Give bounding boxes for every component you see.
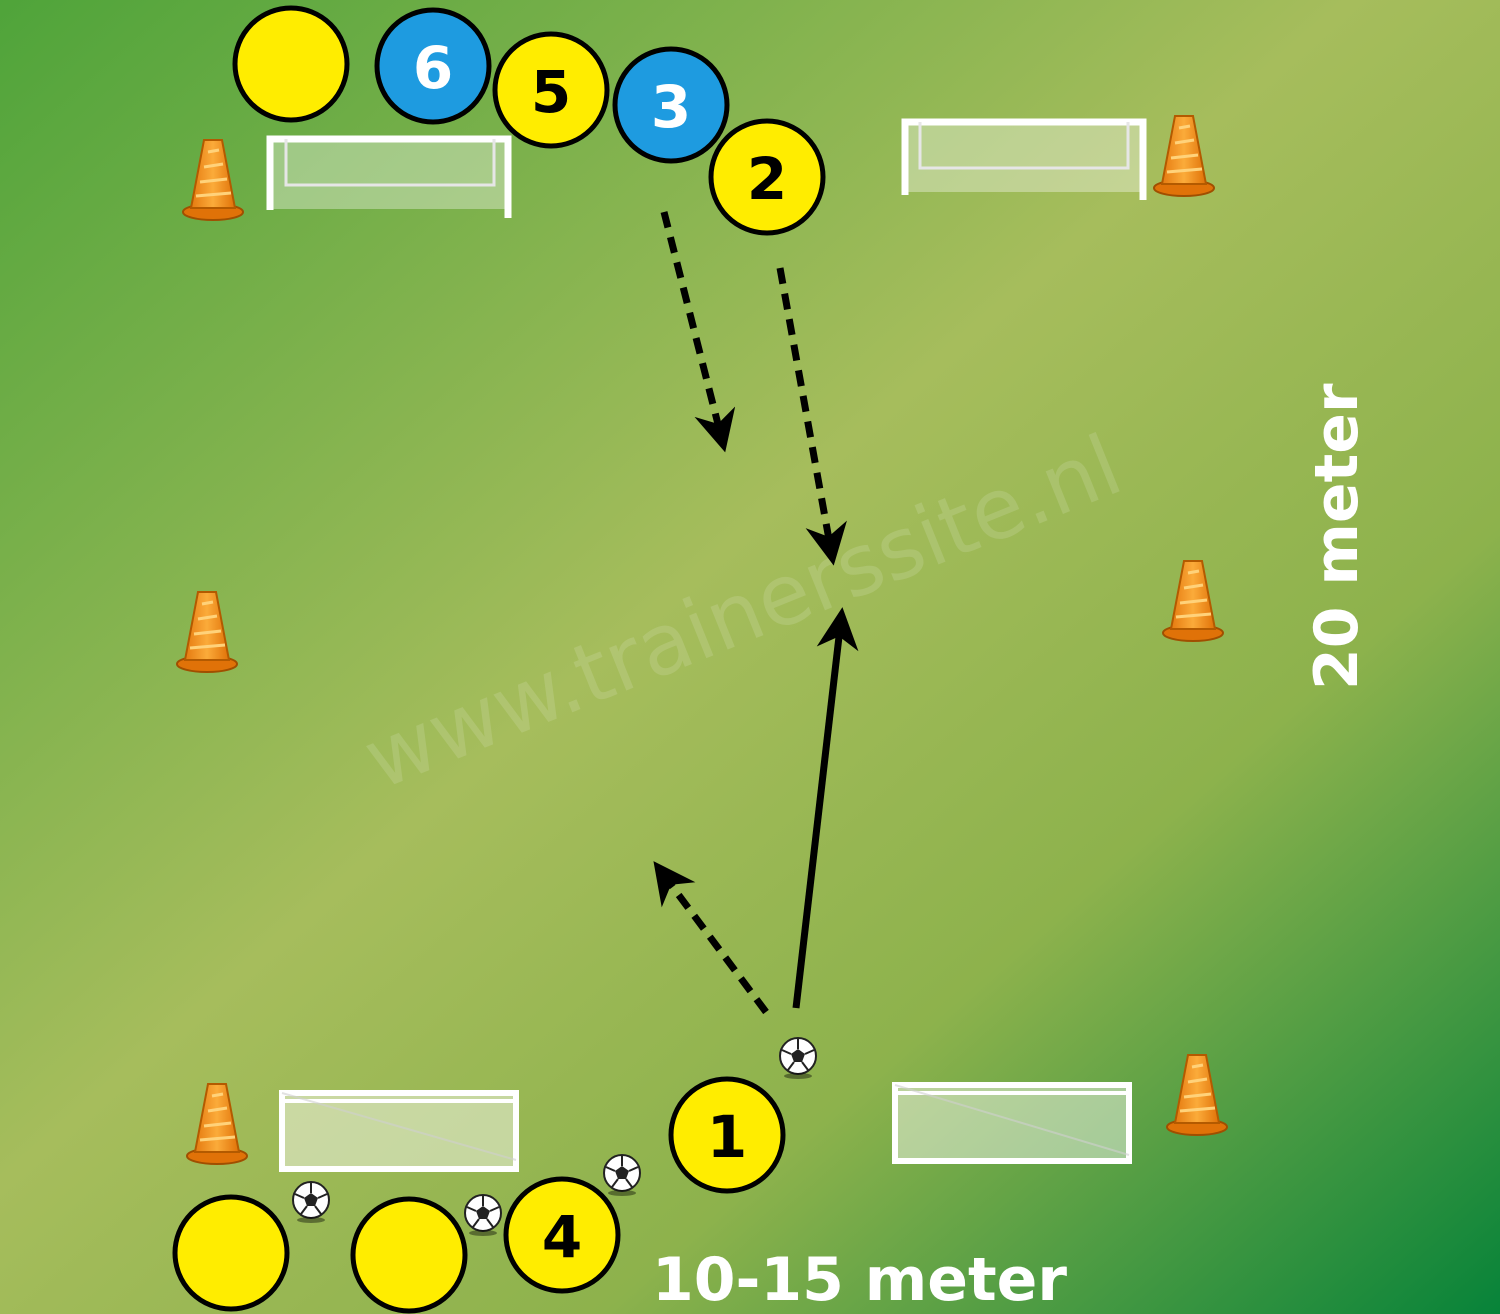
goal-bottom-left [279,1090,519,1172]
player-4-label: 4 [542,1203,582,1271]
player-5: 5 [492,31,610,149]
player-5-label: 5 [531,58,571,126]
run-arrow-player1 [653,861,769,1015]
player-4: 4 [503,1176,621,1294]
goal-bottom-right [892,1082,1132,1164]
player-3-label: 3 [651,73,691,141]
player-blank-bottom-left [172,1194,290,1312]
run-arrow-player2-second [776,267,847,566]
player-2: 2 [708,118,826,236]
player-6: 6 [374,7,492,125]
player-1-label: 1 [707,1103,747,1171]
goal-top-left [266,135,512,218]
player-blank-bottom-mid [350,1196,468,1314]
width-dimension-label: 10-15 meter [652,1245,1067,1314]
player-blank-top [232,5,350,123]
length-dimension-label: 20 meter [1302,383,1372,690]
run-arrow-player2 [660,211,736,453]
player-1: 1 [668,1076,786,1194]
pass-arrow-player1 [792,607,859,1009]
player-3: 3 [612,46,730,164]
player-2-label: 2 [747,145,787,213]
player-6-label: 6 [413,34,453,102]
goal-top-right [901,118,1147,200]
